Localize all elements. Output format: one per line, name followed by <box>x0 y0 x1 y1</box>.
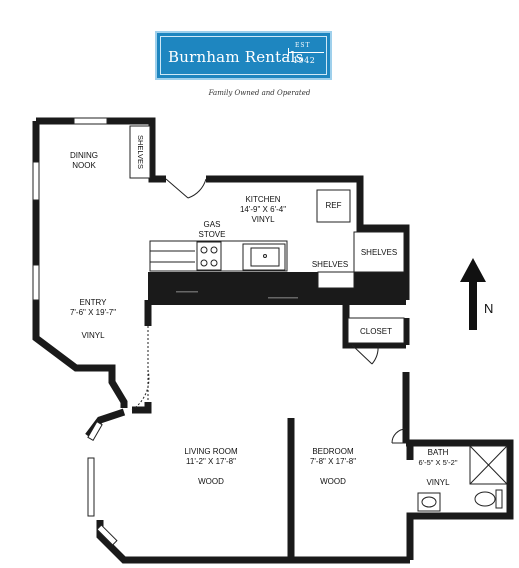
brand-year: 1942 <box>293 56 316 65</box>
wall-bottom <box>96 520 410 564</box>
stove-burner <box>210 246 218 254</box>
shelves-right-label: SHELVES <box>360 248 398 257</box>
dining-label: DINING NOOK <box>62 151 106 171</box>
window-bay-upper <box>87 421 103 441</box>
entry-floor: VINYL <box>81 331 105 340</box>
vanity-basin <box>421 496 437 508</box>
sink-drain <box>263 254 267 258</box>
dining-name2: NOOK <box>72 161 96 170</box>
window-left-upper <box>32 161 40 201</box>
stove-burner <box>200 246 208 254</box>
closet-label: CLOSET <box>359 327 392 336</box>
north-arrow-icon <box>460 258 486 330</box>
est-divider-line <box>288 52 324 53</box>
north-label: N <box>484 301 494 316</box>
bath-fixtures <box>417 445 508 512</box>
brand-name: Burnham Rentals <box>168 48 304 66</box>
entry-size: 7'-6" X 19'-7" <box>69 308 117 317</box>
door-closet <box>351 344 379 365</box>
stove-line2: STOVE <box>198 230 226 239</box>
bath-floor: VINYL <box>426 478 450 487</box>
wall-kitchen-top <box>206 175 410 300</box>
kitchen-label: KITCHEN 14'-9" X 6'-4" VINYL <box>225 195 301 225</box>
living-size: 11'-2" X 17'-8" <box>186 457 236 466</box>
closet-box <box>347 317 405 344</box>
living-name: LIVING ROOM <box>184 447 238 456</box>
kitchen-floor: VINYL <box>251 215 275 224</box>
shelves-kitchen-label: SHELVES <box>311 260 349 269</box>
stove-label: GAS STOVE <box>190 220 234 240</box>
outer-walls <box>32 117 514 564</box>
door-bath <box>391 428 407 444</box>
logo-frame <box>160 36 327 75</box>
wall-top-right-dining <box>107 117 166 183</box>
shelves-right-box <box>353 231 405 273</box>
window-top <box>73 117 108 125</box>
wall-left-lower <box>32 300 128 408</box>
wall-bath <box>406 439 514 560</box>
kitchen-name: KITCHEN <box>245 195 281 204</box>
dining-name: DINING <box>70 151 98 160</box>
counter-light-2 <box>268 297 298 299</box>
counter-light-1 <box>176 291 198 293</box>
entry-name: ENTRY <box>79 298 107 307</box>
doors <box>131 178 407 444</box>
windows <box>32 117 118 546</box>
door-kitchen <box>165 178 207 199</box>
ref-label: REF <box>325 201 342 210</box>
window-left-lower <box>32 264 40 301</box>
living-floor: WOOD <box>198 477 224 486</box>
door-entry-arc <box>131 369 150 411</box>
bath-label: BATH 6'-5" X 5'-2" VINYL <box>410 448 466 488</box>
tagline: Family Owned and Operated <box>208 89 311 97</box>
bath-name: BATH <box>427 448 449 457</box>
stove <box>196 241 222 271</box>
brand-logo: Burnham Rentals EST 1942 <box>155 31 332 80</box>
bedroom-name: BEDROOM <box>312 447 354 456</box>
bedroom-label: BEDROOM 7'-8" X 17'-8" WOOD <box>300 447 366 487</box>
shelves-dining-box <box>129 125 151 179</box>
refrigerator <box>316 189 351 223</box>
kitchen-size: 14'-9" X 6'-4" <box>239 205 287 214</box>
entry-label: ENTRY 7'-6" X 19'-7" VINYL <box>58 298 128 341</box>
wall-entry-stub <box>132 402 152 414</box>
bedroom-size: 7'-8" X 17'-8" <box>309 457 357 466</box>
toilet-tank <box>495 489 503 509</box>
living-label: LIVING ROOM 11'-2" X 17'-8" WOOD <box>166 447 256 487</box>
counter-band <box>148 272 406 305</box>
stove-line1: GAS <box>203 220 221 229</box>
stove-burner <box>200 259 208 267</box>
bedroom-floor: WOOD <box>320 477 346 486</box>
window-bay-mid <box>87 457 95 517</box>
bath-size: 6'-5" X 5'-2" <box>418 458 458 467</box>
shelves-kitchen-box <box>317 271 355 289</box>
window-bay-lower <box>96 524 118 546</box>
brand-est: EST <box>295 42 311 49</box>
shelves-dining-label: SHELVES <box>136 134 145 170</box>
kitchen-counter <box>149 240 288 272</box>
toilet-bowl <box>474 491 496 507</box>
stove-burner <box>210 259 218 267</box>
